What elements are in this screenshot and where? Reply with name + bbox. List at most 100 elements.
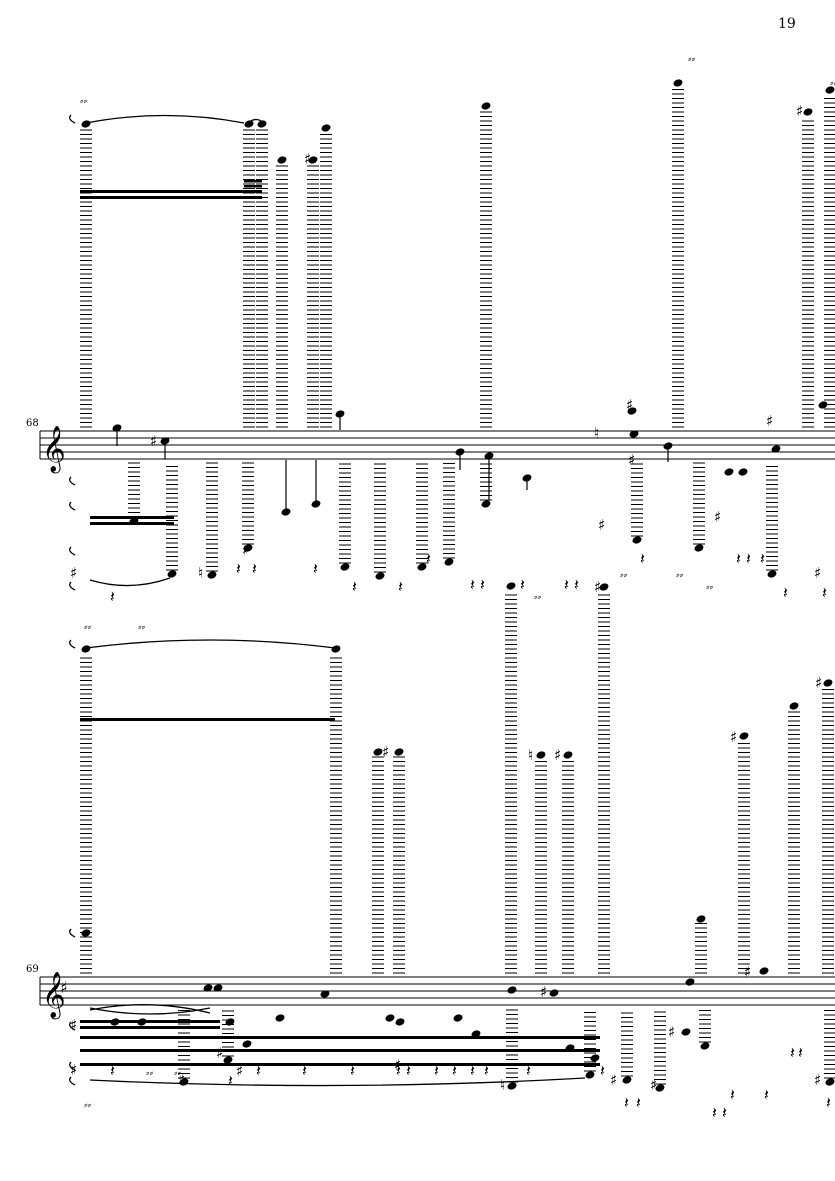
note-head [759, 967, 769, 975]
note-heads [81, 79, 835, 1092]
staff-system-69 [39, 976, 835, 1006]
note-head [257, 120, 267, 128]
rest-icon: 𝄽 [722, 1103, 727, 1122]
staff-system-68 [39, 430, 835, 460]
note-head [622, 1076, 632, 1084]
note-head [481, 500, 491, 508]
accidental-icon: ♯ [796, 102, 803, 120]
tie-curves [69, 114, 586, 1087]
treble-clef-icon: 𝄞 [42, 972, 66, 1020]
rest-icon: 𝄽 [470, 1061, 475, 1080]
note-head [243, 544, 253, 552]
note-head [696, 915, 706, 923]
note-head [673, 79, 683, 87]
rest-icon: 𝄽 [798, 1043, 803, 1062]
note-head [681, 1028, 691, 1036]
treble-clef-icon: 𝄞 [42, 426, 66, 474]
accidental-icon: ♯ [744, 963, 751, 981]
rest-icon: 𝄽 [236, 559, 241, 578]
grace-note-icon: ⸗⸗ [80, 94, 88, 107]
ledger-columns-69 [80, 594, 834, 974]
rest-icon: 𝄽 [624, 1093, 629, 1112]
rest-icon: 𝄽 [526, 1061, 531, 1080]
note-head [549, 989, 559, 997]
accidental-icon: ♮ [594, 424, 599, 442]
accidental-icon: ♯ [650, 1076, 657, 1094]
accidental-icon: ♯ [714, 508, 721, 526]
note-head [203, 984, 213, 992]
note-head [223, 1056, 233, 1064]
page-number: 19 [778, 16, 796, 32]
note-beams [80, 180, 600, 1066]
note-head [536, 751, 546, 759]
rest-icon: 𝄽 [640, 549, 645, 568]
note-head [738, 468, 748, 476]
note-head [739, 732, 749, 740]
note-head [321, 124, 331, 132]
rest-icon: 𝄽 [398, 577, 403, 596]
note-head [225, 1018, 235, 1026]
accidental-icon: ♯ [304, 150, 311, 168]
lower-ledger-columns [128, 462, 835, 1085]
rest-icon: 𝄽 [736, 549, 741, 568]
grace-note-icon: ⸗⸗ [620, 568, 628, 581]
accidental-icon: ♯ [626, 396, 633, 414]
rest-icon: 𝄽 [600, 1061, 605, 1080]
accidental-icon: ♯ [242, 541, 249, 559]
rest-icon: 𝄽 [426, 549, 431, 568]
note-head [629, 430, 639, 438]
rest-icon: 𝄽 [564, 575, 569, 594]
grace-note-icon: ⸗⸗ [676, 568, 684, 581]
note-head [481, 102, 491, 110]
accidental-icon: ♮ [528, 746, 533, 764]
rest-icon: 𝄽 [480, 575, 485, 594]
accidental-icon: ♯ [236, 1062, 243, 1080]
rest-icon: 𝄽 [452, 1061, 457, 1080]
rest-icon: 𝄽 [826, 1093, 831, 1112]
grace-note-icon: ⸗⸗ [146, 1066, 154, 1079]
rest-icon: 𝄽 [470, 575, 475, 594]
accidental-icon: ♯ [216, 1044, 223, 1062]
key-signature-sharp-icon: ♯ [60, 978, 68, 997]
rest-icon: 𝄽 [822, 583, 827, 602]
note-head [395, 1018, 405, 1026]
note-head [655, 1084, 665, 1092]
ledger-columns-68 [80, 89, 835, 428]
rest-icon: 𝄽 [790, 1043, 795, 1062]
accidental-icon: ♯ [594, 578, 601, 596]
rest-icon: 𝄽 [746, 549, 751, 568]
note-head [385, 1014, 395, 1022]
measure-number-69: 69 [26, 964, 39, 975]
note-head [277, 156, 287, 164]
grace-note-icon: ⸗⸗ [84, 1098, 92, 1111]
note-head [444, 558, 454, 566]
rest-icon: 𝄽 [396, 1061, 401, 1080]
note-head [507, 986, 517, 994]
accidental-icon: ♯ [70, 1016, 77, 1034]
accidental-icon: ♯ [610, 1071, 617, 1089]
note-head [563, 751, 573, 759]
note-head [789, 702, 799, 710]
note-head [694, 544, 704, 552]
note-stems [116, 414, 669, 512]
rest-icon: 𝄽 [484, 1061, 489, 1080]
rest-icon: 𝄽 [252, 559, 257, 578]
note-head [803, 108, 813, 116]
note-head [599, 583, 609, 591]
note-head [275, 1014, 285, 1022]
note-head [471, 1030, 481, 1038]
grace-note-icon: ⸗⸗ [830, 76, 835, 89]
rest-icon: 𝄽 [256, 1061, 261, 1080]
note-head [417, 563, 427, 571]
rest-icon: 𝄽 [764, 1085, 769, 1104]
note-head [590, 1054, 600, 1062]
note-head [823, 679, 833, 687]
accidental-icon: ♮ [198, 564, 203, 582]
accidental-icon: ♯ [394, 1056, 401, 1074]
accidental-icon: ♯ [815, 674, 822, 692]
rest-icon: 𝄽 [313, 559, 318, 578]
accidental-icon: ♯ [598, 516, 605, 534]
note-head [331, 645, 341, 653]
note-head [81, 120, 91, 128]
